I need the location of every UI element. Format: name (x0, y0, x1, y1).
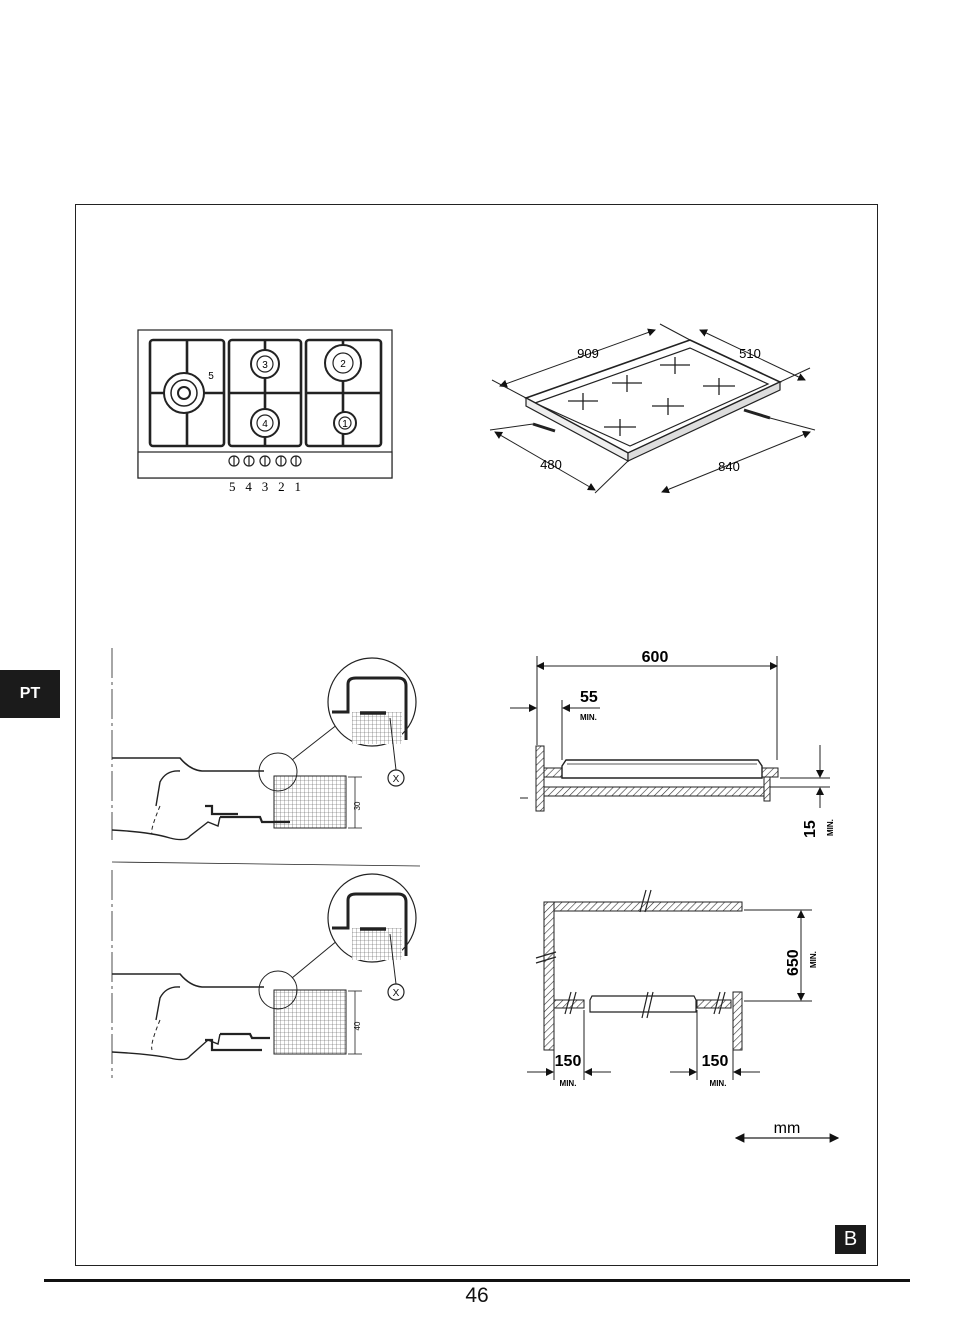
thickness-40: 40 (353, 1021, 362, 1030)
burner-label-2: 2 (340, 359, 346, 370)
thickness-30: 30 (353, 801, 362, 810)
page-number: 46 (465, 1284, 489, 1307)
burner-label-1: 1 (342, 419, 348, 430)
knob-numbers: 5 4 3 2 1 (229, 479, 301, 494)
min-note-55: MIN. (580, 713, 597, 722)
dimension-600: 600 (642, 649, 669, 666)
control-knobs (228, 455, 302, 467)
figure-label: B (835, 1225, 866, 1254)
dimension-909: 909 (577, 346, 599, 361)
min-note-15: MIN. (826, 819, 835, 836)
burner-label-5: 5 (208, 371, 214, 382)
dimension-840: 840 (718, 459, 740, 474)
footer-rule (44, 1279, 910, 1282)
installation-front-view: 600 55 MIN. 15 MIN. (510, 649, 835, 838)
min-note-150-right: MIN. (710, 1079, 727, 1088)
dimension-150-right: 150 (702, 1053, 729, 1070)
dimension-480: 480 (540, 457, 562, 472)
dimension-150-left: 150 (555, 1053, 582, 1070)
language-tab: PT (0, 670, 60, 718)
figure-frame (75, 204, 878, 1266)
min-note-150-left: MIN. (560, 1079, 577, 1088)
section-marker-lower: X (393, 988, 400, 999)
hob-top-view: 2 3 4 1 5 5 4 3 2 1 (137, 329, 393, 494)
section-marker-upper: X (393, 774, 400, 785)
section-details: X 30 X 40 (111, 648, 421, 1078)
burner-label-4: 4 (262, 419, 268, 430)
units-label: mm (774, 1120, 801, 1137)
burner-label-3: 3 (262, 360, 268, 371)
hob-perspective-view: 909 510 480 840 (489, 323, 816, 494)
installation-clearances-view: 650 MIN. 150 MIN. 150 MIN. (527, 889, 818, 1088)
units-indicator: mm (734, 1120, 840, 1143)
dimension-650: 650 (785, 949, 802, 976)
min-note-650: MIN. (809, 951, 818, 968)
dimension-15: 15 (802, 820, 819, 838)
dimension-55: 55 (580, 689, 598, 706)
dimension-510: 510 (739, 346, 761, 361)
